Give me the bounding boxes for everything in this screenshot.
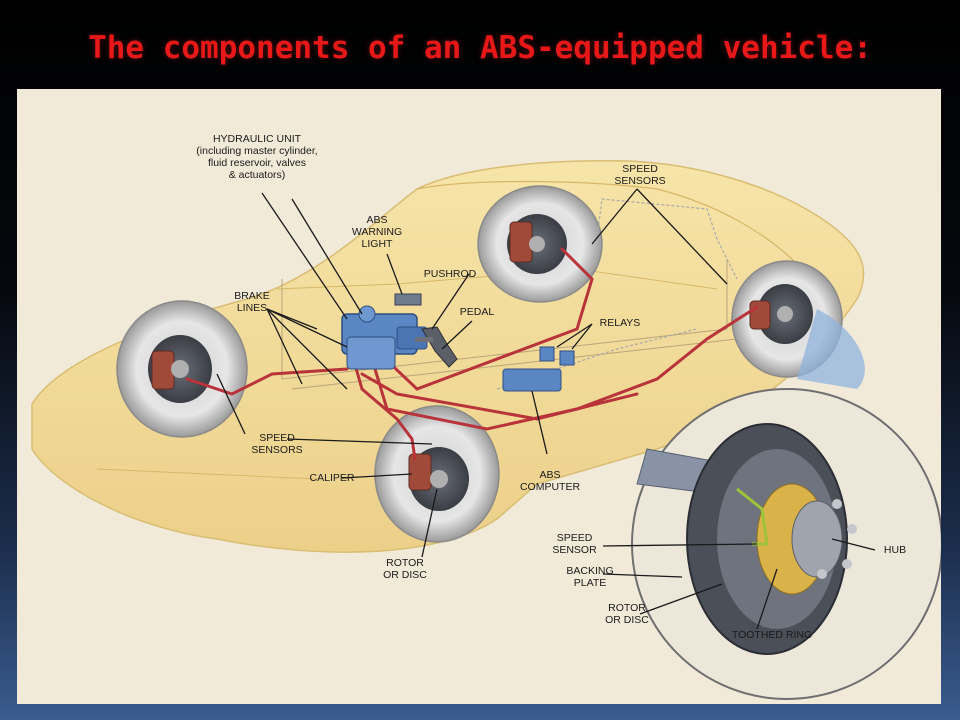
front-left-wheel [116,300,248,438]
label-toothed-ring: TOOTHED RING [731,629,813,641]
rear-left-wheel [477,185,603,303]
hydraulic-unit [341,305,428,370]
abs-computer-unit [502,368,562,392]
label-pushrod: PUSHROD [423,268,477,280]
leader-lines [216,188,876,630]
label-rotor-disc-inset: ROTOR OR DISC [605,602,649,626]
label-rotor-disc-front: ROTOR OR DISC [383,557,427,581]
abs-warning-light-unit [394,293,422,306]
label-backing-plate: BACKING PLATE [566,565,614,589]
label-hub: HUB [883,544,907,556]
label-relays: RELAYS [599,317,641,329]
abs-diagram [31,160,941,700]
label-speed-sensors-left: SPEED SENSORS [251,432,303,456]
label-abs-computer: ABS COMPUTER [519,469,581,493]
label-abs-warning-light: ABS WARNING LIGHT [351,214,403,250]
slide-title: The components of an ABS-equipped vehicl… [88,30,872,66]
brake-lines [185,247,759,461]
label-pedal: PEDAL [459,306,495,318]
callout-cone [797,309,865,389]
label-speed-sensors-top: SPEED SENSORS [614,163,666,187]
diagram-panel: HYDRAULIC UNIT (including master cylinde… [17,89,941,704]
label-caliper: CALIPER [309,472,355,484]
label-speed-sensor-inset: SPEED SENSOR [552,532,597,556]
inset-detail [631,388,941,700]
front-right-wheel [374,405,500,543]
label-hydraulic-unit: HYDRAULIC UNIT (including master cylinde… [196,133,318,181]
brake-pedal [415,326,458,368]
relays [539,346,575,366]
label-brake-lines: BRAKE LINES [234,290,270,314]
